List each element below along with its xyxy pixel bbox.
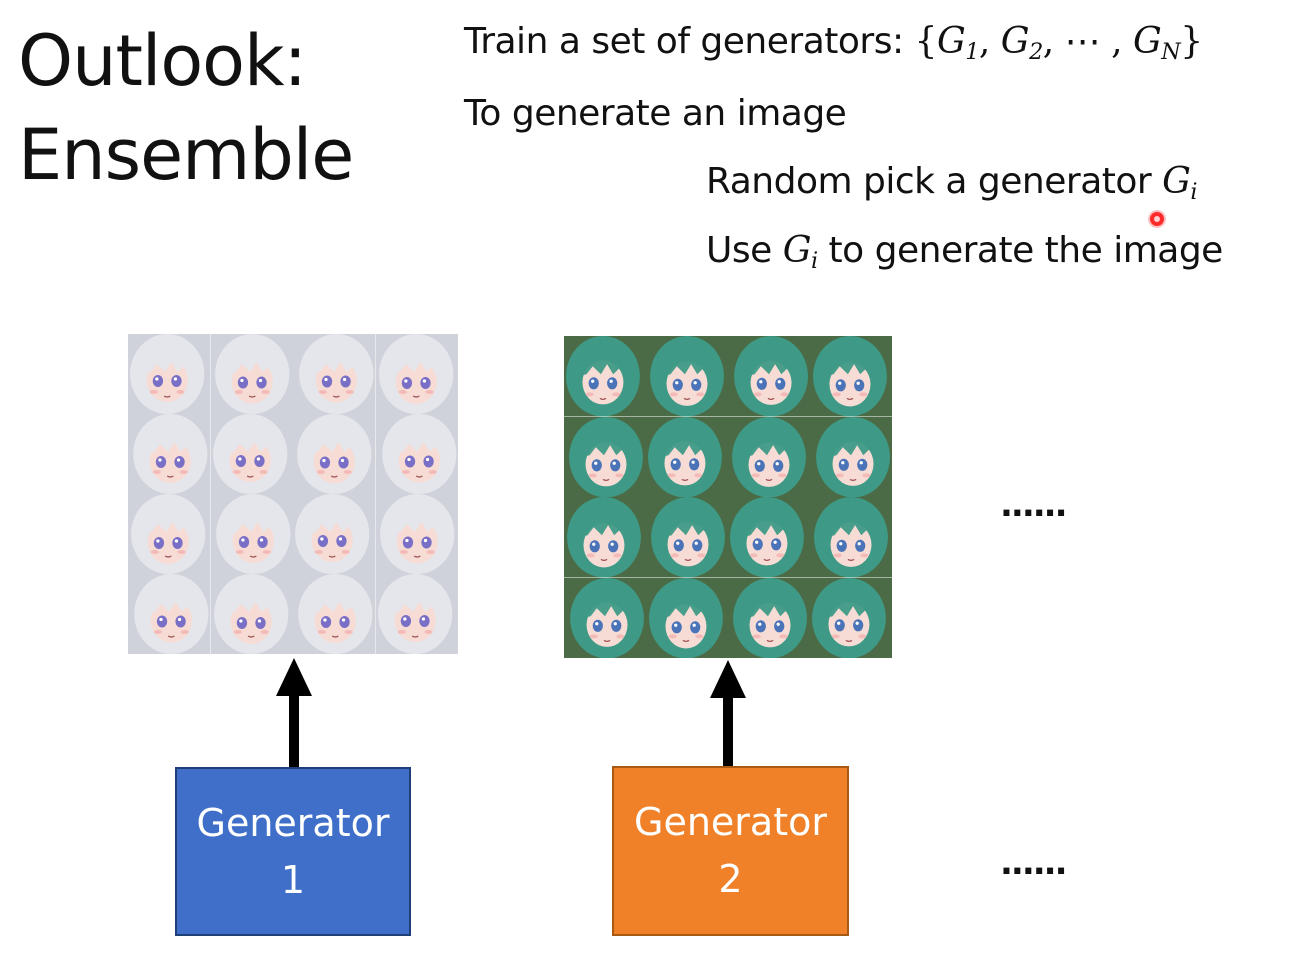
generator-2-label-line-2: 2 (718, 857, 743, 901)
laser-pointer-dot (1150, 212, 1164, 226)
sample-image-tile (564, 416, 646, 497)
sample-image-tile (810, 497, 892, 578)
sample-image-tile (564, 497, 646, 578)
generator-1-label-line-2: 1 (280, 857, 306, 902)
sample-image-tile (728, 497, 810, 578)
sample-image-tile (128, 494, 211, 574)
g1-symbol: G1 (936, 21, 979, 66)
random-pick-text: Random pick a generator (706, 161, 1163, 202)
gi-symbol: Gi (1162, 161, 1198, 206)
sample-image-tile (210, 414, 293, 494)
slide-title-line-1: Outlook: (18, 20, 307, 102)
g2-symbol: G2 (1000, 21, 1043, 66)
sample-image-tile (728, 416, 810, 497)
up-arrow-1-icon (276, 658, 312, 768)
generator-1-sample-grid (128, 334, 458, 654)
sample-image-tile (728, 336, 810, 417)
generator-1-box: Generator 1 (175, 767, 411, 936)
train-set-prefix: Train a set of generators: (464, 21, 915, 62)
sample-image-tile (210, 574, 293, 654)
sample-image-tile (293, 574, 376, 654)
up-arrow-2-icon (710, 660, 746, 768)
sample-image-tile (564, 336, 646, 417)
train-set-line: Train a set of generators: {G1, G2, ⋯ , … (464, 21, 1203, 66)
use-prefix: Use (706, 230, 783, 271)
sample-image-tile (128, 414, 211, 494)
sample-image-tile (293, 334, 376, 414)
sample-image-tile (728, 577, 810, 658)
sample-image-tile (646, 336, 728, 417)
generator-2-sample-grid (564, 336, 892, 658)
gi-symbol-2: Gi (782, 230, 818, 275)
sample-image-tile (375, 574, 458, 654)
more-images-ellipsis: ...... (1000, 485, 1067, 525)
sample-image-tile (646, 497, 728, 578)
sample-image-tile (128, 574, 211, 654)
set-close-brace: } (1180, 21, 1203, 62)
sample-image-tile (375, 414, 458, 494)
slide-title-line-2: Ensemble (18, 114, 354, 196)
to-generate-line: To generate an image (464, 93, 847, 134)
sample-image-tile (210, 494, 293, 574)
sample-image-tile (646, 577, 728, 658)
generator-1-label-line-1: Generator (196, 800, 390, 845)
sample-image-tile (128, 334, 211, 414)
set-open-brace: { (914, 21, 938, 62)
sample-image-tile (646, 416, 728, 497)
random-pick-line: Random pick a generator Gi (706, 161, 1198, 206)
sample-image-tile (293, 414, 376, 494)
use-gi-line: Use Gi to generate the image (706, 230, 1224, 275)
gn-symbol: GN (1133, 21, 1181, 66)
set-ellipsis: ⋯ (1064, 21, 1101, 62)
sample-image-tile (810, 577, 892, 658)
generator-2-label-line-1: Generator (634, 800, 827, 844)
sample-image-tile (564, 577, 646, 658)
sample-image-tile (375, 334, 458, 414)
sample-image-tile (210, 334, 293, 414)
sample-image-tile (293, 494, 376, 574)
sample-image-tile (375, 494, 458, 574)
sample-image-tile (810, 416, 892, 497)
sample-image-tile (810, 336, 892, 417)
generator-2-box: Generator 2 (612, 766, 849, 936)
use-suffix: to generate the image (817, 230, 1224, 271)
more-generators-ellipsis: ...... (1000, 843, 1067, 883)
